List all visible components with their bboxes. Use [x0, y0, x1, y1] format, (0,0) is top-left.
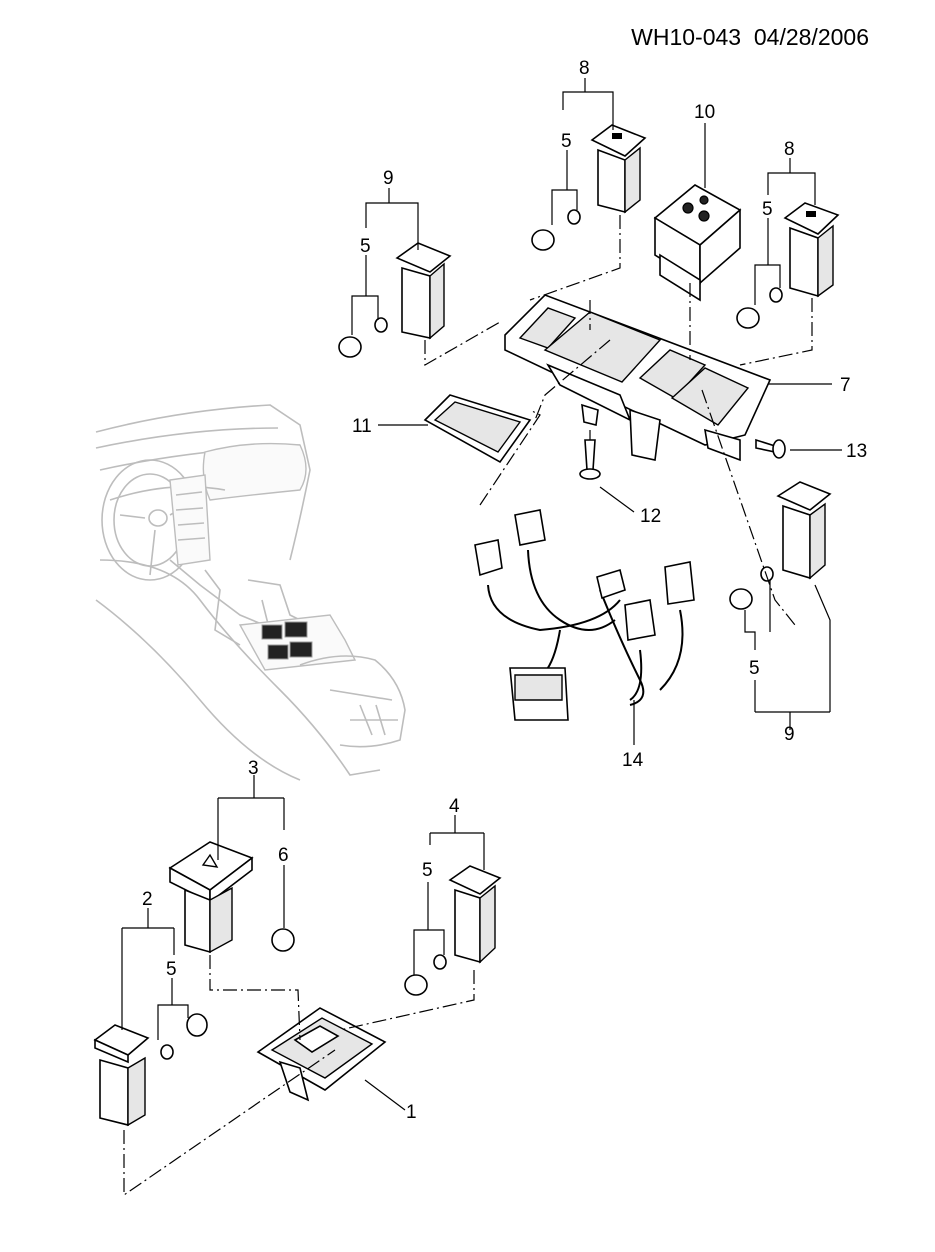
callout-5-part-4: 5 — [422, 860, 433, 881]
callout-5-part-2: 5 — [166, 959, 177, 980]
bulb-pair-part-2 — [160, 1013, 208, 1060]
diagram-date: 04/28/2006 — [753, 24, 869, 50]
callout-11: 11 — [352, 416, 372, 437]
part-11-storage-tray — [423, 394, 532, 464]
callout-2: 2 — [142, 889, 153, 910]
bulb-pair-upper-8a — [531, 209, 581, 251]
part-4-switch — [448, 865, 502, 964]
callout-labels: 1 2 3 4 5 5 5 5 5 5 6 7 8 8 9 9 10 11 12… — [142, 58, 867, 1123]
bulb-pair-right-8b — [736, 287, 783, 329]
part-12-screw — [579, 439, 601, 480]
part-7-switch-panel — [504, 294, 772, 462]
switch-upper-8a — [590, 124, 647, 214]
part-2-switch — [93, 1024, 150, 1127]
callout-3: 3 — [248, 758, 259, 779]
callout-12: 12 — [640, 506, 661, 527]
switch-left-9a — [395, 242, 452, 340]
part-13-screw — [755, 438, 786, 459]
bulb-pair-left-9a — [338, 317, 388, 358]
part-3-hazard-switch — [168, 841, 254, 954]
part-10-switch-block — [653, 184, 742, 302]
callout-5-right-lower: 5 — [749, 658, 760, 679]
callout-7: 7 — [840, 375, 851, 396]
callout-10: 10 — [694, 102, 715, 123]
callout-13: 13 — [846, 441, 867, 462]
part-1-switch-frame — [256, 1007, 387, 1102]
switch-right-9b — [776, 481, 832, 580]
bulb-pair-part-4 — [404, 954, 447, 996]
callout-8-center: 8 — [579, 58, 590, 79]
switch-right-8b — [783, 202, 840, 298]
callout-14: 14 — [622, 750, 644, 771]
vehicle-interior-illustration — [95, 404, 406, 781]
callout-4: 4 — [449, 796, 460, 817]
diagram-header: WH10-043 04/28/2006 — [631, 24, 869, 51]
part-14-wiring-harness — [474, 509, 695, 721]
callout-5-upper-left: 5 — [360, 236, 371, 257]
assembly-lines — [123, 215, 813, 1197]
diagram-code: WH10-043 — [631, 24, 742, 50]
bulb-pair-right-9b — [729, 566, 774, 610]
callout-8-right: 8 — [784, 139, 795, 160]
callout-5-upper-right: 5 — [762, 199, 773, 220]
callout-6: 6 — [278, 845, 289, 866]
callout-1: 1 — [406, 1102, 417, 1123]
leader-lines — [121, 78, 842, 1111]
callout-9-right: 9 — [784, 724, 795, 745]
part-6-bulb — [271, 928, 295, 952]
callout-9-left: 9 — [383, 168, 394, 189]
callout-5-upper-center: 5 — [561, 131, 572, 152]
